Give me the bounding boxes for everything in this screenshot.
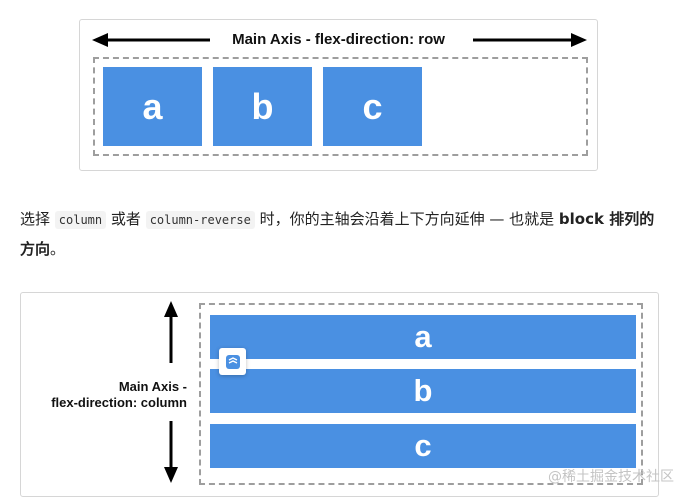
column-flex-item-c: c	[210, 424, 636, 468]
column-axis-title-line-2: flex-direction: column	[51, 395, 187, 410]
para-text-3: 时，你的主轴会沿着上下方向延伸 — 也就是	[254, 210, 559, 228]
code-column: column	[54, 211, 107, 229]
para-bold-block-direction: block 排列的方向	[20, 210, 655, 258]
arrow-up-icon	[164, 301, 178, 363]
column-axis-title-line-1: Main Axis -	[118, 379, 187, 394]
arrow-right-icon	[473, 33, 587, 47]
flex-column-diagram: Main Axis - flex-direction: column a b c	[20, 292, 659, 497]
row-flex-item-b: b	[213, 67, 312, 146]
row-axis-title: Main Axis - flex-direction: row	[232, 31, 445, 48]
arrow-down-icon	[164, 421, 178, 483]
column-flex-item-a: a	[210, 315, 636, 359]
arrow-left-icon	[92, 33, 210, 47]
para-text-1: 选择	[20, 210, 55, 228]
juejin-watermark: @稀土掘金技术社区	[548, 469, 674, 485]
translate-icon	[225, 354, 240, 369]
column-flex-container: a b c	[199, 303, 643, 485]
translate-button[interactable]	[219, 348, 246, 375]
row-flex-container: a b c	[93, 57, 588, 156]
code-column-reverse: column-reverse	[145, 211, 255, 229]
column-description-paragraph: 选择 column 或者 column-reverse 时，你的主轴会沿着上下方…	[20, 205, 660, 264]
column-axis-title: Main Axis - flex-direction: column	[27, 379, 187, 411]
para-text-4: 。	[50, 240, 66, 258]
para-text-2: 或者	[106, 210, 146, 228]
row-flex-item-a: a	[103, 67, 202, 146]
row-flex-item-c: c	[323, 67, 422, 146]
flex-row-diagram: Main Axis - flex-direction: row a b c	[79, 19, 598, 171]
column-flex-item-b: b	[210, 369, 636, 413]
